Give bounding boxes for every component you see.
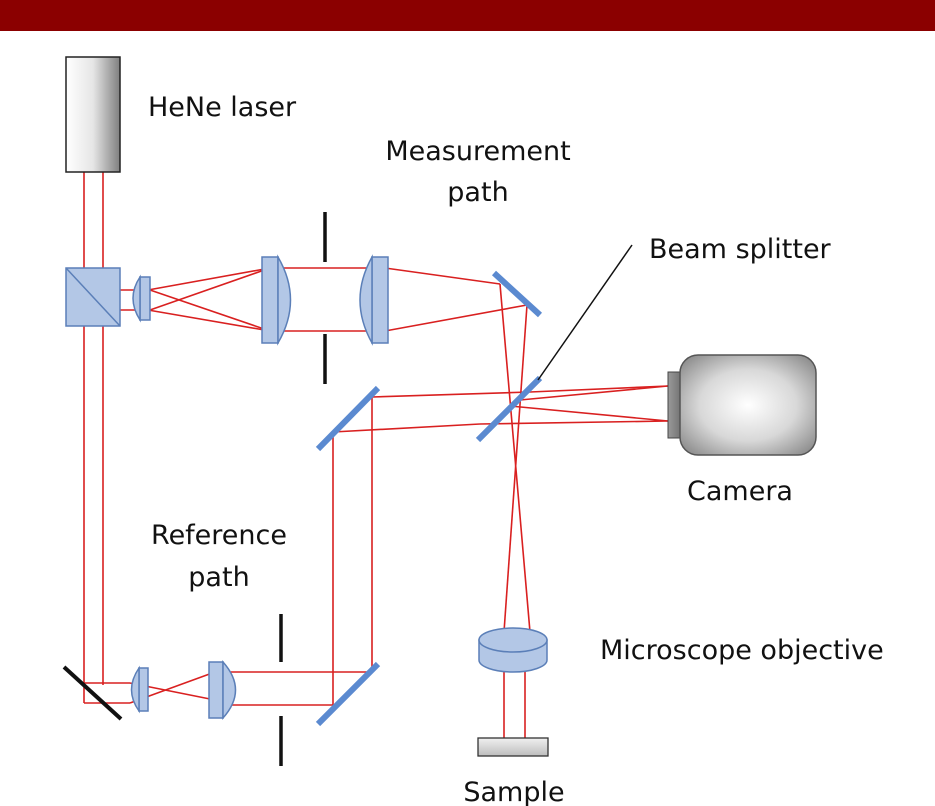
label-sample: Sample <box>463 777 564 806</box>
label-microscope-objective: Microscope objective <box>600 635 884 666</box>
small-lens-top <box>132 274 151 323</box>
lens-bottom <box>208 660 237 720</box>
measurement-beams <box>84 267 531 738</box>
label-reference-path-line2: path <box>188 562 249 593</box>
label-camera: Camera <box>687 476 793 507</box>
fold-mirror-measurement <box>491 270 543 318</box>
large-lens-top-1 <box>261 254 292 346</box>
beam-splitter-plate <box>475 375 543 443</box>
cube-beam-splitter <box>65 267 121 327</box>
small-lens-bottom <box>130 665 149 714</box>
reference-mirror-lower <box>315 661 381 727</box>
label-measurement-path-line1: Measurement <box>385 136 570 167</box>
beam-splitter-pointer <box>537 244 633 381</box>
label-reference-path-line1: Reference <box>151 520 287 551</box>
reference-mirror-upper <box>315 385 381 452</box>
sample-stage <box>477 737 549 757</box>
top-banner <box>0 0 935 31</box>
label-hene-laser: HeNe laser <box>148 92 297 123</box>
camera <box>667 354 817 456</box>
hene-laser <box>65 56 121 173</box>
label-measurement-path-line2: path <box>447 177 508 208</box>
reference-beams <box>84 385 669 706</box>
label-beam-splitter: Beam splitter <box>649 234 832 265</box>
large-lens-top-2 <box>359 254 389 346</box>
laser-beams <box>83 172 104 703</box>
bottom-left-mirror <box>62 665 123 721</box>
microscope-objective <box>478 627 548 673</box>
